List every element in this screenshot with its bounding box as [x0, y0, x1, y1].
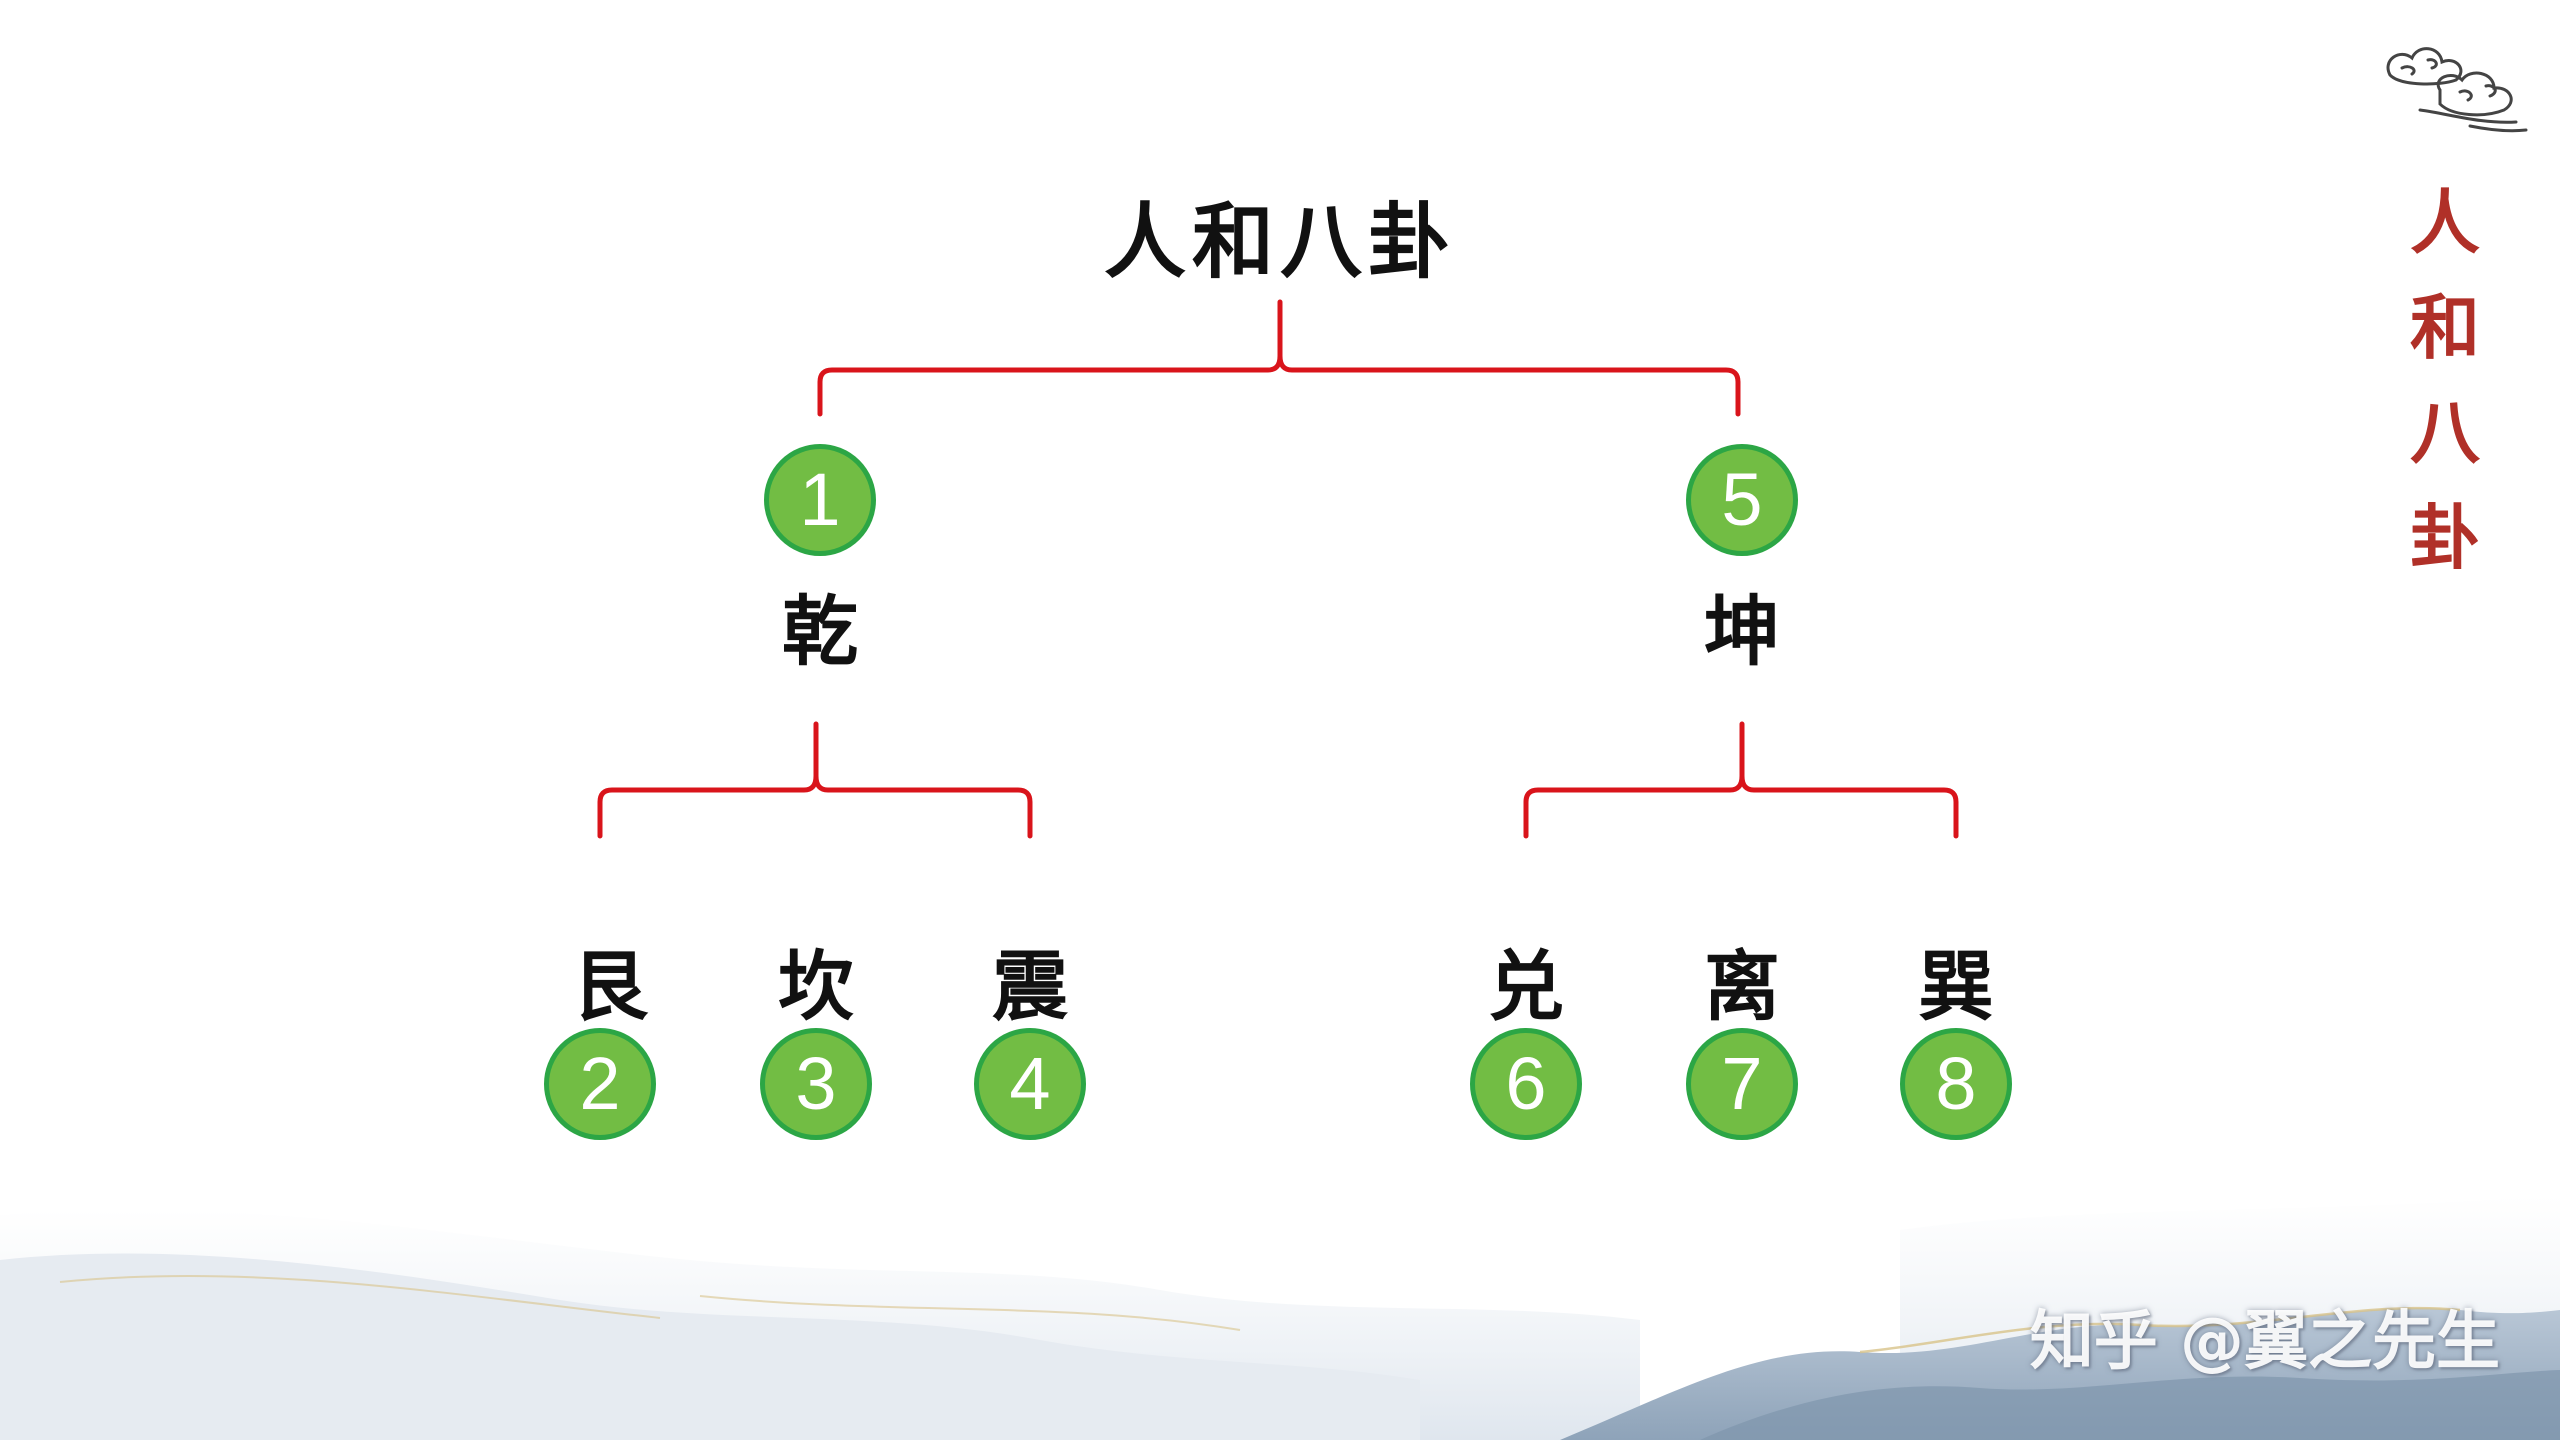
trigram-label-zhen: 震 [992, 942, 1068, 1031]
trigram-label-qian: 乾 [782, 587, 858, 676]
number-badge-2: 2 [544, 1028, 656, 1140]
number-badge-6: 6 [1470, 1028, 1582, 1140]
number-badge-8: 8 [1900, 1028, 2012, 1140]
trigram-label-gen: 艮 [572, 942, 648, 1031]
bracket-root [817, 299, 1741, 417]
trigram-label-kun: 坤 [1704, 587, 1780, 676]
side-title-char: 八 [2410, 391, 2480, 474]
side-title-char: 卦 [2410, 496, 2480, 579]
trigram-label-xun: 巽 [1918, 942, 1994, 1031]
number-badge-1: 1 [764, 444, 876, 556]
diagram-title: 人和八卦 [1103, 194, 1456, 290]
number-badge-4: 4 [974, 1028, 1086, 1140]
number-badge-7: 7 [1686, 1028, 1798, 1140]
number-badge-3: 3 [760, 1028, 872, 1140]
watermark: 知乎 @翼之先生 [2029, 1305, 2500, 1379]
bracket-left [597, 721, 1033, 839]
trigram-label-li: 离 [1704, 942, 1780, 1031]
number-badge-5: 5 [1686, 444, 1798, 556]
trigram-label-dui: 兑 [1488, 942, 1564, 1031]
trigram-label-kan: 坎 [778, 942, 854, 1031]
side-title: 人 和 八 卦 [2385, 170, 2505, 590]
side-title-char: 人 [2410, 181, 2480, 264]
side-title-char: 和 [2410, 286, 2480, 369]
bracket-right [1523, 721, 1959, 839]
